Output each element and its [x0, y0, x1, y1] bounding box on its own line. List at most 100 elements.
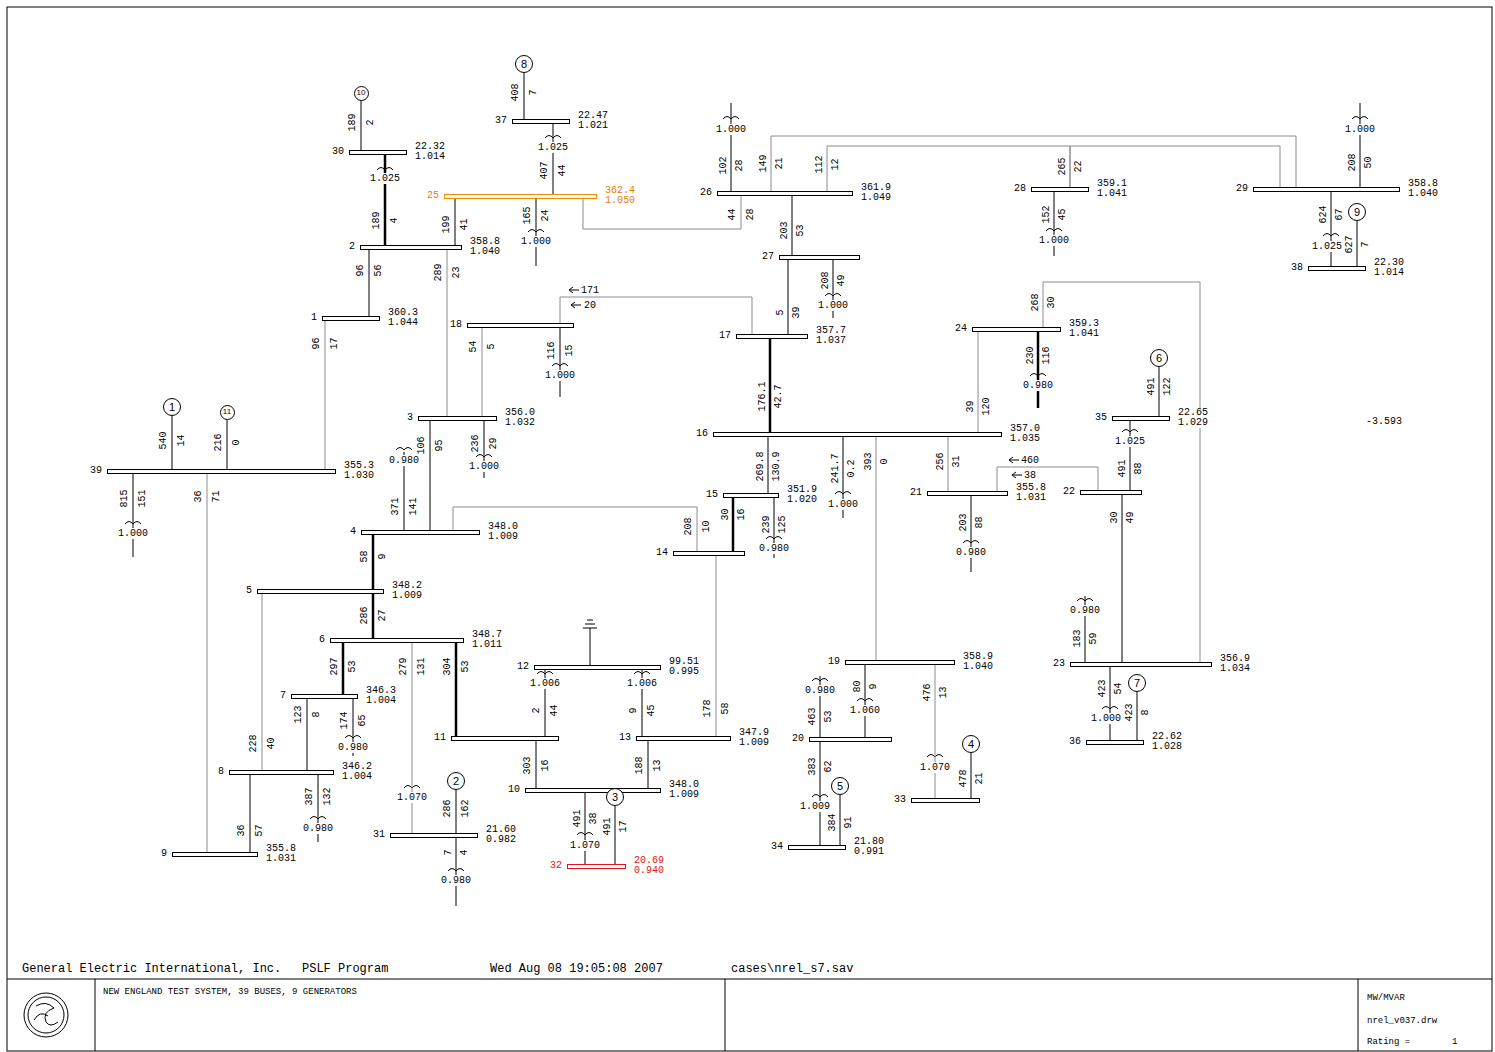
- bus-number: 23: [1053, 659, 1065, 669]
- branch-line: [262, 594, 263, 770]
- bus-number: 10: [508, 785, 520, 795]
- flow-value: 54: [1112, 682, 1123, 694]
- bus-value: 1.004: [366, 696, 396, 706]
- flow-value: 0: [878, 458, 889, 464]
- flow-value: 478: [957, 769, 968, 787]
- branch-line: [978, 332, 979, 432]
- flow-value: 38: [587, 812, 598, 824]
- bus-bar: 33: [911, 798, 980, 803]
- bus-bar: 39355.31.030: [107, 469, 336, 474]
- bus-value: 1.032: [505, 418, 535, 428]
- bus-value: 1.035: [1010, 434, 1040, 444]
- diagram-label: 1.000: [828, 499, 858, 510]
- flow-value: 423: [1096, 679, 1107, 697]
- flow-value: 9: [627, 707, 638, 713]
- bus-bar: 3421.800.991: [788, 845, 846, 850]
- flow-value: 199: [440, 215, 451, 233]
- bus-value: 1.031: [1016, 493, 1046, 503]
- bus-number: 26: [700, 188, 712, 198]
- generator-circle: 5: [831, 777, 849, 795]
- bus-bar: 24359.31.041: [972, 327, 1061, 332]
- bus-bar: 20: [809, 737, 892, 742]
- bus-bar: 6348.71.011: [330, 638, 464, 643]
- flow-value: 208: [1346, 153, 1357, 171]
- branch-line: [820, 742, 821, 845]
- flow-value: 627: [1343, 235, 1354, 253]
- diagram-label: 1.000: [469, 461, 499, 472]
- flow-value: 476: [921, 683, 932, 701]
- diagram-label: 1.025: [538, 142, 568, 153]
- flow-value: 141: [407, 497, 418, 515]
- flow-value: 21: [773, 157, 784, 169]
- flow-value: 188: [633, 756, 644, 774]
- flow-value: 9: [867, 683, 878, 689]
- flow-value: 0.2: [845, 459, 856, 477]
- bus-value: 0.940: [634, 866, 664, 876]
- flow-value: 58: [358, 550, 369, 562]
- flow-value: 29: [487, 437, 498, 449]
- flow-value: 96: [354, 264, 365, 276]
- bus-value: 1.011: [472, 640, 502, 650]
- flow-value: 408: [509, 83, 520, 101]
- branch-line: [456, 790, 457, 833]
- bus-bar: 1360.31.044: [322, 316, 380, 321]
- diagram-label: 0.980: [441, 875, 471, 886]
- generator-circle: 7: [1128, 674, 1146, 692]
- flow-value: 53: [346, 660, 357, 672]
- bus-value: 1.044: [388, 318, 418, 328]
- flow-value: 286: [358, 606, 369, 624]
- bus-value: 1.040: [470, 247, 500, 257]
- flow-value: 59: [1087, 632, 1098, 644]
- bus-bar: 19358.91.040: [845, 660, 955, 665]
- branch-line: [384, 155, 387, 245]
- diagram-label: Rating =: [1367, 1037, 1410, 1047]
- bus-bar: 4348.01.009: [361, 530, 480, 535]
- flow-value: 491: [1145, 377, 1156, 395]
- flow-value: 241.7: [829, 453, 840, 483]
- flow-value: 132: [321, 787, 332, 805]
- bus-bar: 14: [673, 551, 745, 556]
- generator-circle: 6: [1150, 349, 1168, 367]
- branch-line: [524, 73, 525, 119]
- generator-circle: 2: [447, 772, 465, 790]
- diagram-label: 20: [584, 300, 596, 311]
- bus-value: 1.030: [344, 471, 374, 481]
- branch-line: [361, 101, 362, 151]
- bus-bar: 27: [779, 255, 860, 260]
- diagram-label: 1.000: [1345, 124, 1375, 135]
- bus-value: 0.995: [669, 667, 699, 677]
- flow-value: 178: [701, 699, 712, 717]
- flow-value: 36: [235, 824, 246, 836]
- flow-value: 95: [433, 439, 444, 451]
- flow-value: 39: [790, 306, 801, 318]
- flow-value: 279: [397, 657, 408, 675]
- flow-value: 8: [1139, 709, 1150, 715]
- flow-value: 12: [829, 158, 840, 170]
- bus-value: 1.031: [266, 854, 296, 864]
- flow-value: 56: [372, 264, 383, 276]
- flow-value: 53: [822, 710, 833, 722]
- flow-value: 91: [842, 816, 853, 828]
- branch-line: [553, 124, 554, 194]
- diagram-label: Wed Aug 08 19:05:08 2007: [490, 963, 663, 976]
- flow-value: 286: [441, 799, 452, 817]
- bus-number: 3: [407, 413, 413, 423]
- diagram-label: 0.980: [956, 547, 986, 558]
- flow-value: 0: [230, 439, 241, 445]
- flow-value: 28: [744, 208, 755, 220]
- bus-value: 21.80: [854, 837, 884, 847]
- bus-bar: 26361.91.049: [717, 191, 853, 196]
- bus-value: 1.041: [1097, 189, 1127, 199]
- flow-value: 189: [370, 211, 381, 229]
- flow-value: 5: [774, 309, 785, 315]
- branch-line: [172, 416, 173, 469]
- flow-value: 304: [441, 657, 452, 675]
- branch-line: [716, 556, 717, 736]
- flow-value: 30: [1108, 511, 1119, 523]
- bus-value: 1.049: [861, 193, 891, 203]
- flow-value: 39: [964, 400, 975, 412]
- bus-number: 6: [319, 635, 325, 645]
- bus-number: 2: [349, 242, 355, 252]
- bus-value: 1.009: [739, 738, 769, 748]
